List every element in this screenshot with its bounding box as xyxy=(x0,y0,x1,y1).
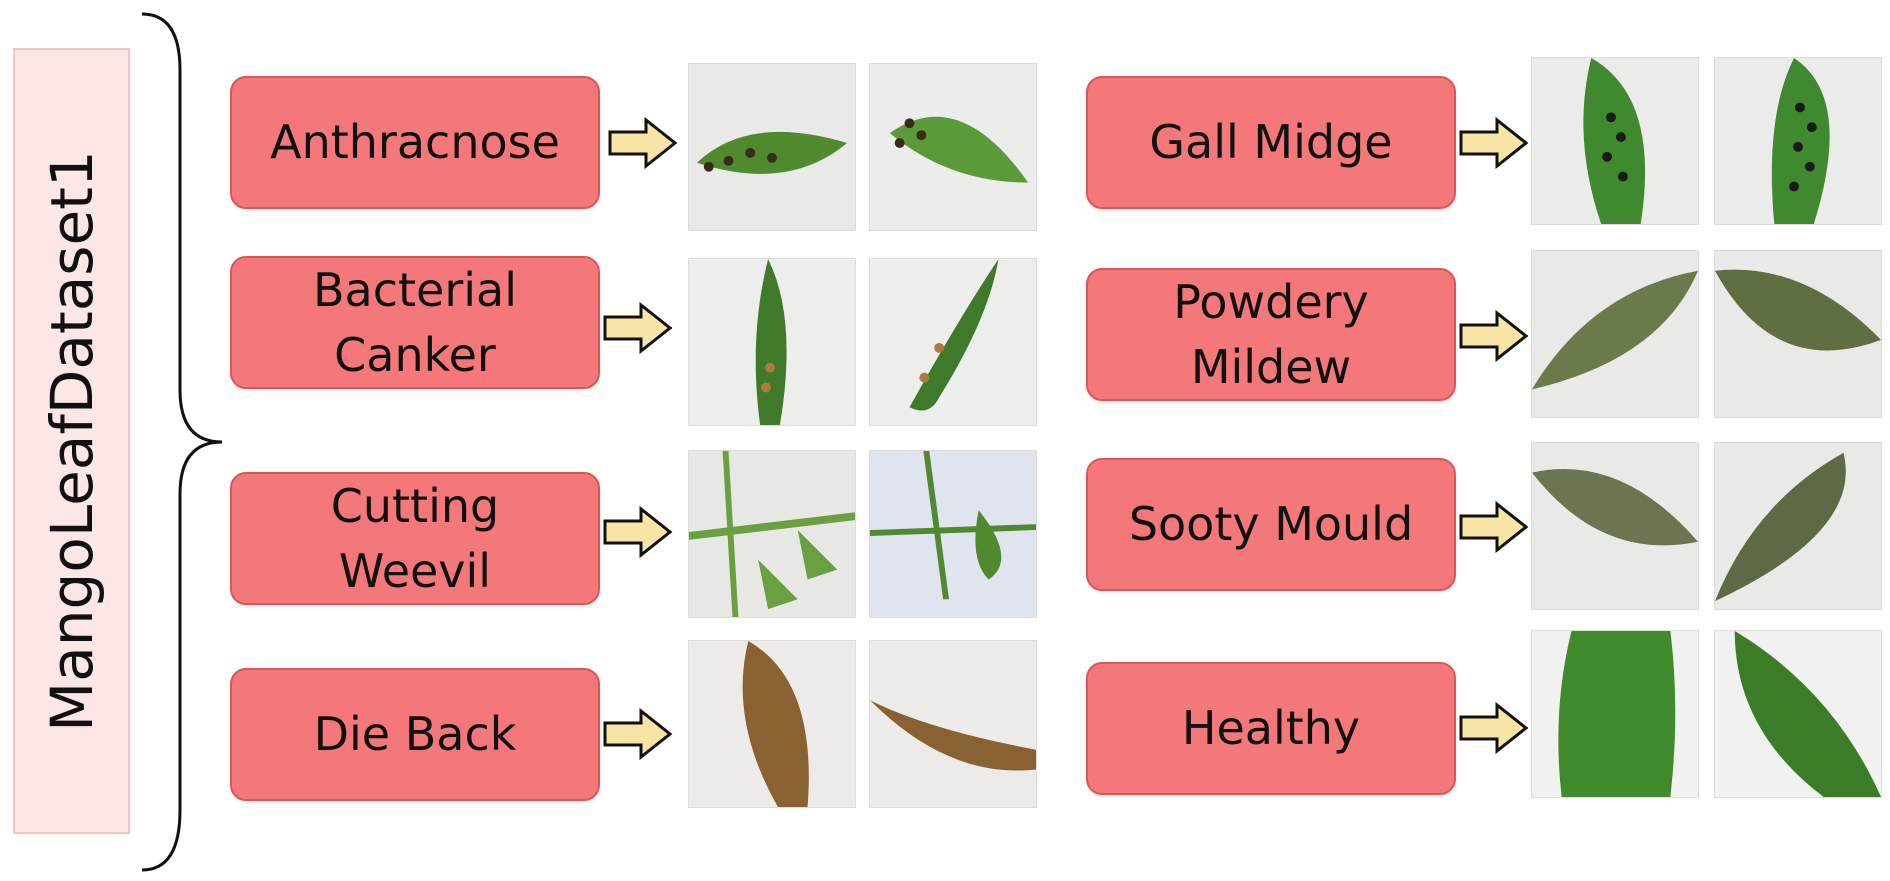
leaf-spot xyxy=(1602,151,1613,162)
leaf-spot xyxy=(745,147,756,158)
leaf-photo-illustration xyxy=(870,641,1036,807)
sample-image-sooty-mould-2 xyxy=(1714,442,1882,610)
leaf-photo-illustration xyxy=(689,641,855,807)
leaf-shape xyxy=(1734,631,1881,797)
class-box-healthy: Healthy xyxy=(1086,662,1456,795)
leaf-spot xyxy=(934,342,945,353)
sample-image-die-back-2 xyxy=(869,640,1037,808)
leaf-photo-illustration xyxy=(1715,631,1881,797)
arrow-anthracnose xyxy=(608,117,678,169)
leaf-photo-illustration xyxy=(870,259,1036,425)
arrow-gall-midge xyxy=(1459,117,1529,169)
arrow-sooty-mould xyxy=(1459,501,1529,553)
leaf-photo-illustration xyxy=(1715,251,1881,417)
leaf-photo-illustration xyxy=(1532,443,1698,609)
arrow-healthy xyxy=(1459,702,1529,754)
leaf-spot xyxy=(894,138,905,148)
leaf-shape xyxy=(689,451,855,617)
leaf-spot xyxy=(1789,181,1799,192)
leaf-shape xyxy=(1771,58,1830,224)
leaf-photo-illustration xyxy=(1532,631,1698,797)
class-box-cutting-weevil: Cutting Weevil xyxy=(230,472,600,605)
leaf-spot xyxy=(1793,141,1803,152)
leaf-spot xyxy=(703,161,714,172)
leaf-shape xyxy=(1583,58,1646,224)
sample-image-healthy-1 xyxy=(1531,630,1699,798)
leaf-photo-illustration xyxy=(1532,251,1698,417)
leaf-spot xyxy=(1795,102,1805,113)
sample-image-powdery-mildew-2 xyxy=(1714,250,1882,418)
leaf-shape xyxy=(1532,270,1698,390)
leaf-photo-illustration xyxy=(1715,58,1881,224)
leaf-spot xyxy=(1804,161,1815,172)
arrow-powdery-mildew xyxy=(1459,310,1529,362)
leaf-photo-illustration xyxy=(1532,58,1698,224)
dataset-box: MangoLeafDataset1 xyxy=(13,48,130,834)
arrow-cutting-weevil xyxy=(603,506,673,558)
class-box-gall-midge: Gall Midge xyxy=(1086,76,1456,209)
leaf-photo-illustration xyxy=(689,64,855,230)
sample-image-cutting-weevil-1 xyxy=(688,450,856,618)
leaf-shape xyxy=(1715,452,1846,602)
leaf-spot xyxy=(765,362,775,373)
grouping-brace xyxy=(141,12,223,872)
leaf-spot xyxy=(916,130,927,141)
sample-image-bacterial-canker-1 xyxy=(688,258,856,426)
leaf-shape xyxy=(909,259,999,411)
leaf-shape xyxy=(742,641,809,807)
sample-image-healthy-2 xyxy=(1714,630,1882,798)
leaf-shape xyxy=(870,700,1036,771)
sample-image-gall-midge-2 xyxy=(1714,57,1882,225)
sample-image-cutting-weevil-2 xyxy=(869,450,1037,618)
dataset-name: MangoLeafDataset1 xyxy=(37,150,106,732)
leaf-shape xyxy=(1715,269,1881,351)
sample-image-powdery-mildew-1 xyxy=(1531,250,1699,418)
leaf-spot xyxy=(1806,122,1817,133)
leaf-spot xyxy=(723,155,734,166)
arrow-bacterial-canker xyxy=(603,302,673,354)
sample-image-anthracnose-2 xyxy=(869,63,1037,231)
leaf-photo-illustration xyxy=(689,451,855,617)
leaf-spot xyxy=(1617,171,1628,182)
leaf-spot xyxy=(1615,132,1626,142)
class-box-sooty-mould: Sooty Mould xyxy=(1086,458,1456,591)
leaf-photo-illustration xyxy=(870,451,1036,617)
class-box-powdery-mildew: Powdery Mildew xyxy=(1086,268,1456,401)
leaf-shape xyxy=(1532,469,1698,546)
leaf-shape xyxy=(1558,631,1676,797)
arrow-die-back xyxy=(603,708,673,760)
leaf-spot xyxy=(904,118,915,129)
class-box-bacterial-canker: Bacterial Canker xyxy=(230,256,600,389)
class-box-anthracnose: Anthracnose xyxy=(230,76,600,209)
sample-image-sooty-mould-1 xyxy=(1531,442,1699,610)
leaf-shape xyxy=(870,451,1036,600)
leaf-spot xyxy=(1606,112,1616,123)
leaf-spot xyxy=(761,382,772,393)
class-box-die-back: Die Back xyxy=(230,668,600,801)
leaf-spot xyxy=(767,152,777,163)
sample-image-die-back-1 xyxy=(688,640,856,808)
sample-image-bacterial-canker-2 xyxy=(869,258,1037,426)
leaf-photo-illustration xyxy=(1715,443,1881,609)
sample-image-anthracnose-1 xyxy=(688,63,856,231)
leaf-photo-illustration xyxy=(689,259,855,425)
sample-image-gall-midge-1 xyxy=(1531,57,1699,225)
leaf-spot xyxy=(919,372,930,383)
leaf-photo-illustration xyxy=(870,64,1036,230)
